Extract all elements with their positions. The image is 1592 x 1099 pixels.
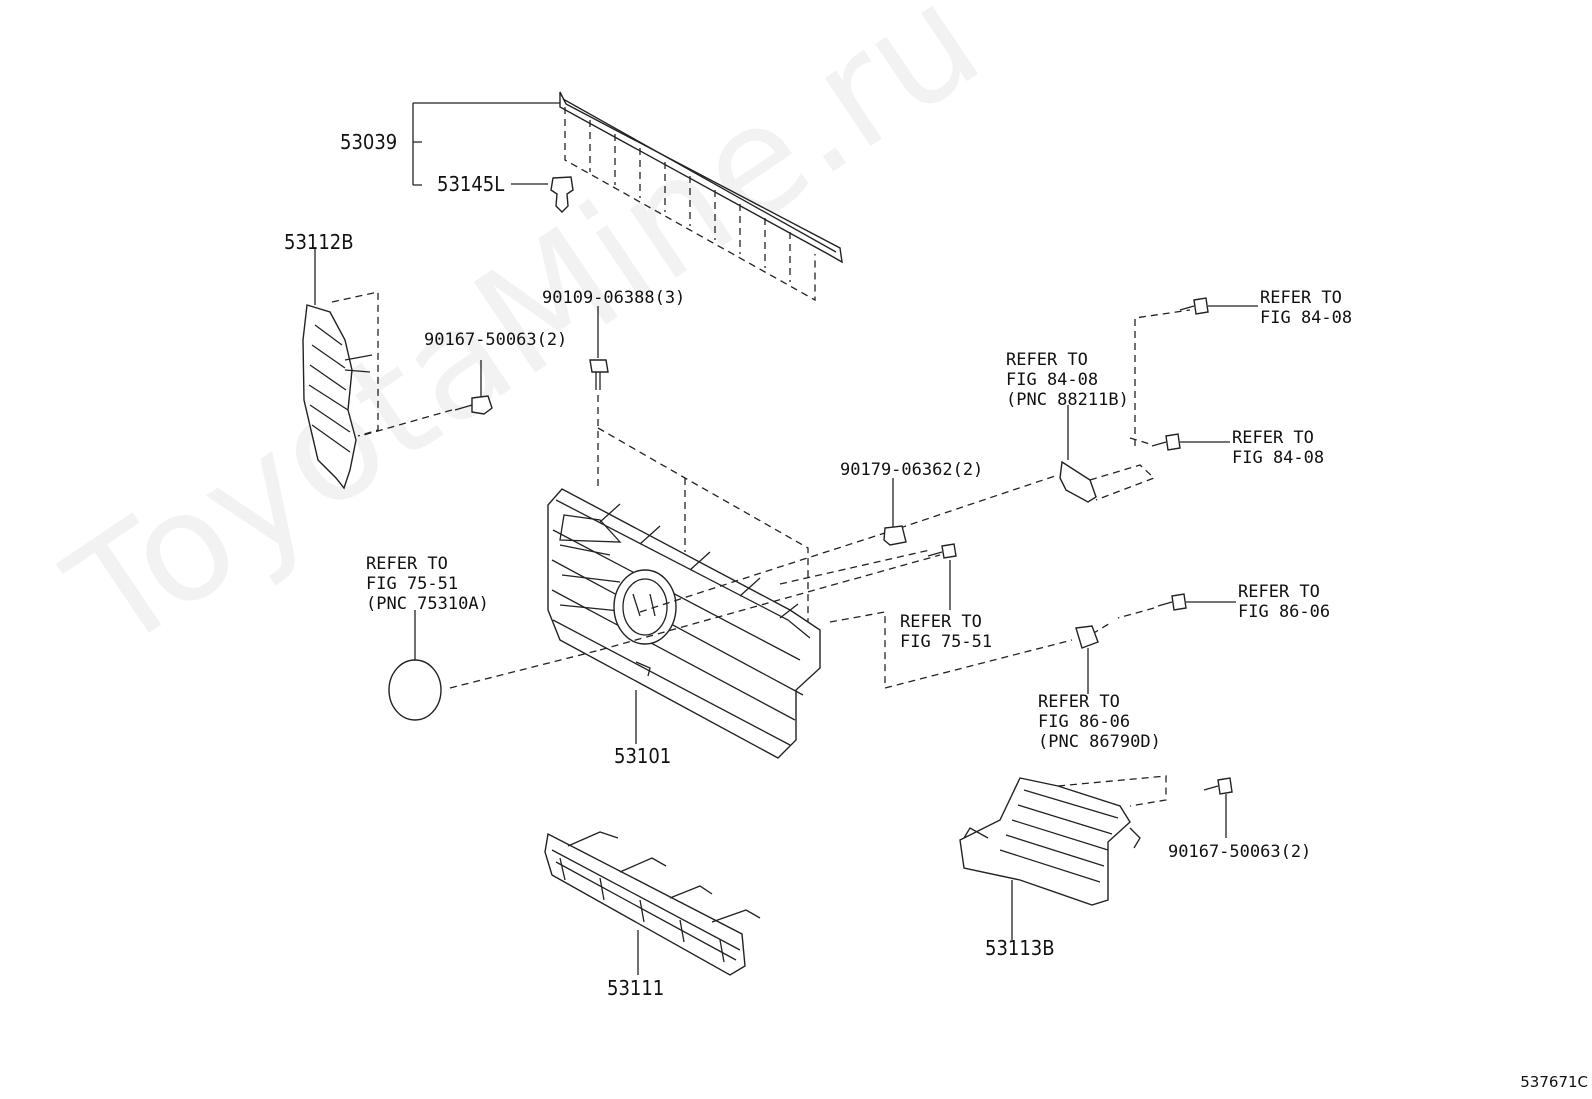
ref-fig-75-51-pnc-75310a: REFER TO FIG 75-51 (PNC 75310A) bbox=[366, 554, 489, 614]
part-75310A-cap bbox=[388, 610, 442, 721]
label-53101: 53101 bbox=[614, 744, 672, 768]
leader-lines-center bbox=[449, 474, 1113, 689]
ref-fig-84-08-mid: REFER TO FIG 84-08 bbox=[1232, 428, 1325, 468]
label-90179: 90179-06362(2) bbox=[840, 460, 984, 480]
part-bolt-ref-86-06 bbox=[1117, 593, 1236, 619]
label-90167-top: 90167-50063(2) bbox=[424, 330, 568, 350]
label-53113B: 53113B bbox=[985, 936, 1055, 960]
part-90167-bolt-top bbox=[359, 360, 493, 437]
leader-53039 bbox=[412, 102, 560, 186]
part-53112B-bracket bbox=[302, 247, 379, 490]
part-53111-bracket bbox=[544, 831, 761, 976]
part-bolt-ref-84-08-mid bbox=[1151, 433, 1230, 451]
part-bolt-ref-75-51 bbox=[927, 543, 957, 610]
ref-fig-84-08-top: REFER TO FIG 84-08 bbox=[1260, 288, 1353, 328]
ref-fig-86-06: REFER TO FIG 86-06 bbox=[1238, 582, 1331, 622]
label-90167-bottom: 90167-50063(2) bbox=[1168, 842, 1312, 862]
part-53039-molding bbox=[559, 91, 843, 302]
part-90179-nut bbox=[883, 478, 907, 546]
part-88211B-sensor bbox=[1059, 309, 1191, 503]
part-90167-bolt-bottom bbox=[1203, 777, 1233, 838]
part-90109-bolt bbox=[589, 306, 809, 622]
label-53112B: 53112B bbox=[284, 230, 354, 254]
label-53111: 53111 bbox=[607, 976, 665, 1000]
label-53039: 53039 bbox=[340, 130, 398, 154]
part-53145L-clip bbox=[550, 176, 574, 213]
part-86790D-sensor bbox=[1075, 625, 1099, 694]
part-bolt-ref-84-08-top bbox=[1179, 297, 1258, 315]
part-53101-grille bbox=[547, 488, 821, 759]
ref-fig-86-06-pnc-86790d: REFER TO FIG 86-06 (PNC 86790D) bbox=[1038, 692, 1161, 752]
label-53145L: 53145L bbox=[437, 172, 505, 196]
ref-fig-84-08-pnc-88211b: REFER TO FIG 84-08 (PNC 88211B) bbox=[1006, 350, 1129, 410]
ref-fig-75-51: REFER TO FIG 75-51 bbox=[900, 612, 993, 652]
label-90109: 90109-06388(3) bbox=[542, 288, 686, 308]
part-53113B-grille bbox=[959, 775, 1167, 940]
figure-code: 537671C bbox=[1520, 1073, 1588, 1091]
